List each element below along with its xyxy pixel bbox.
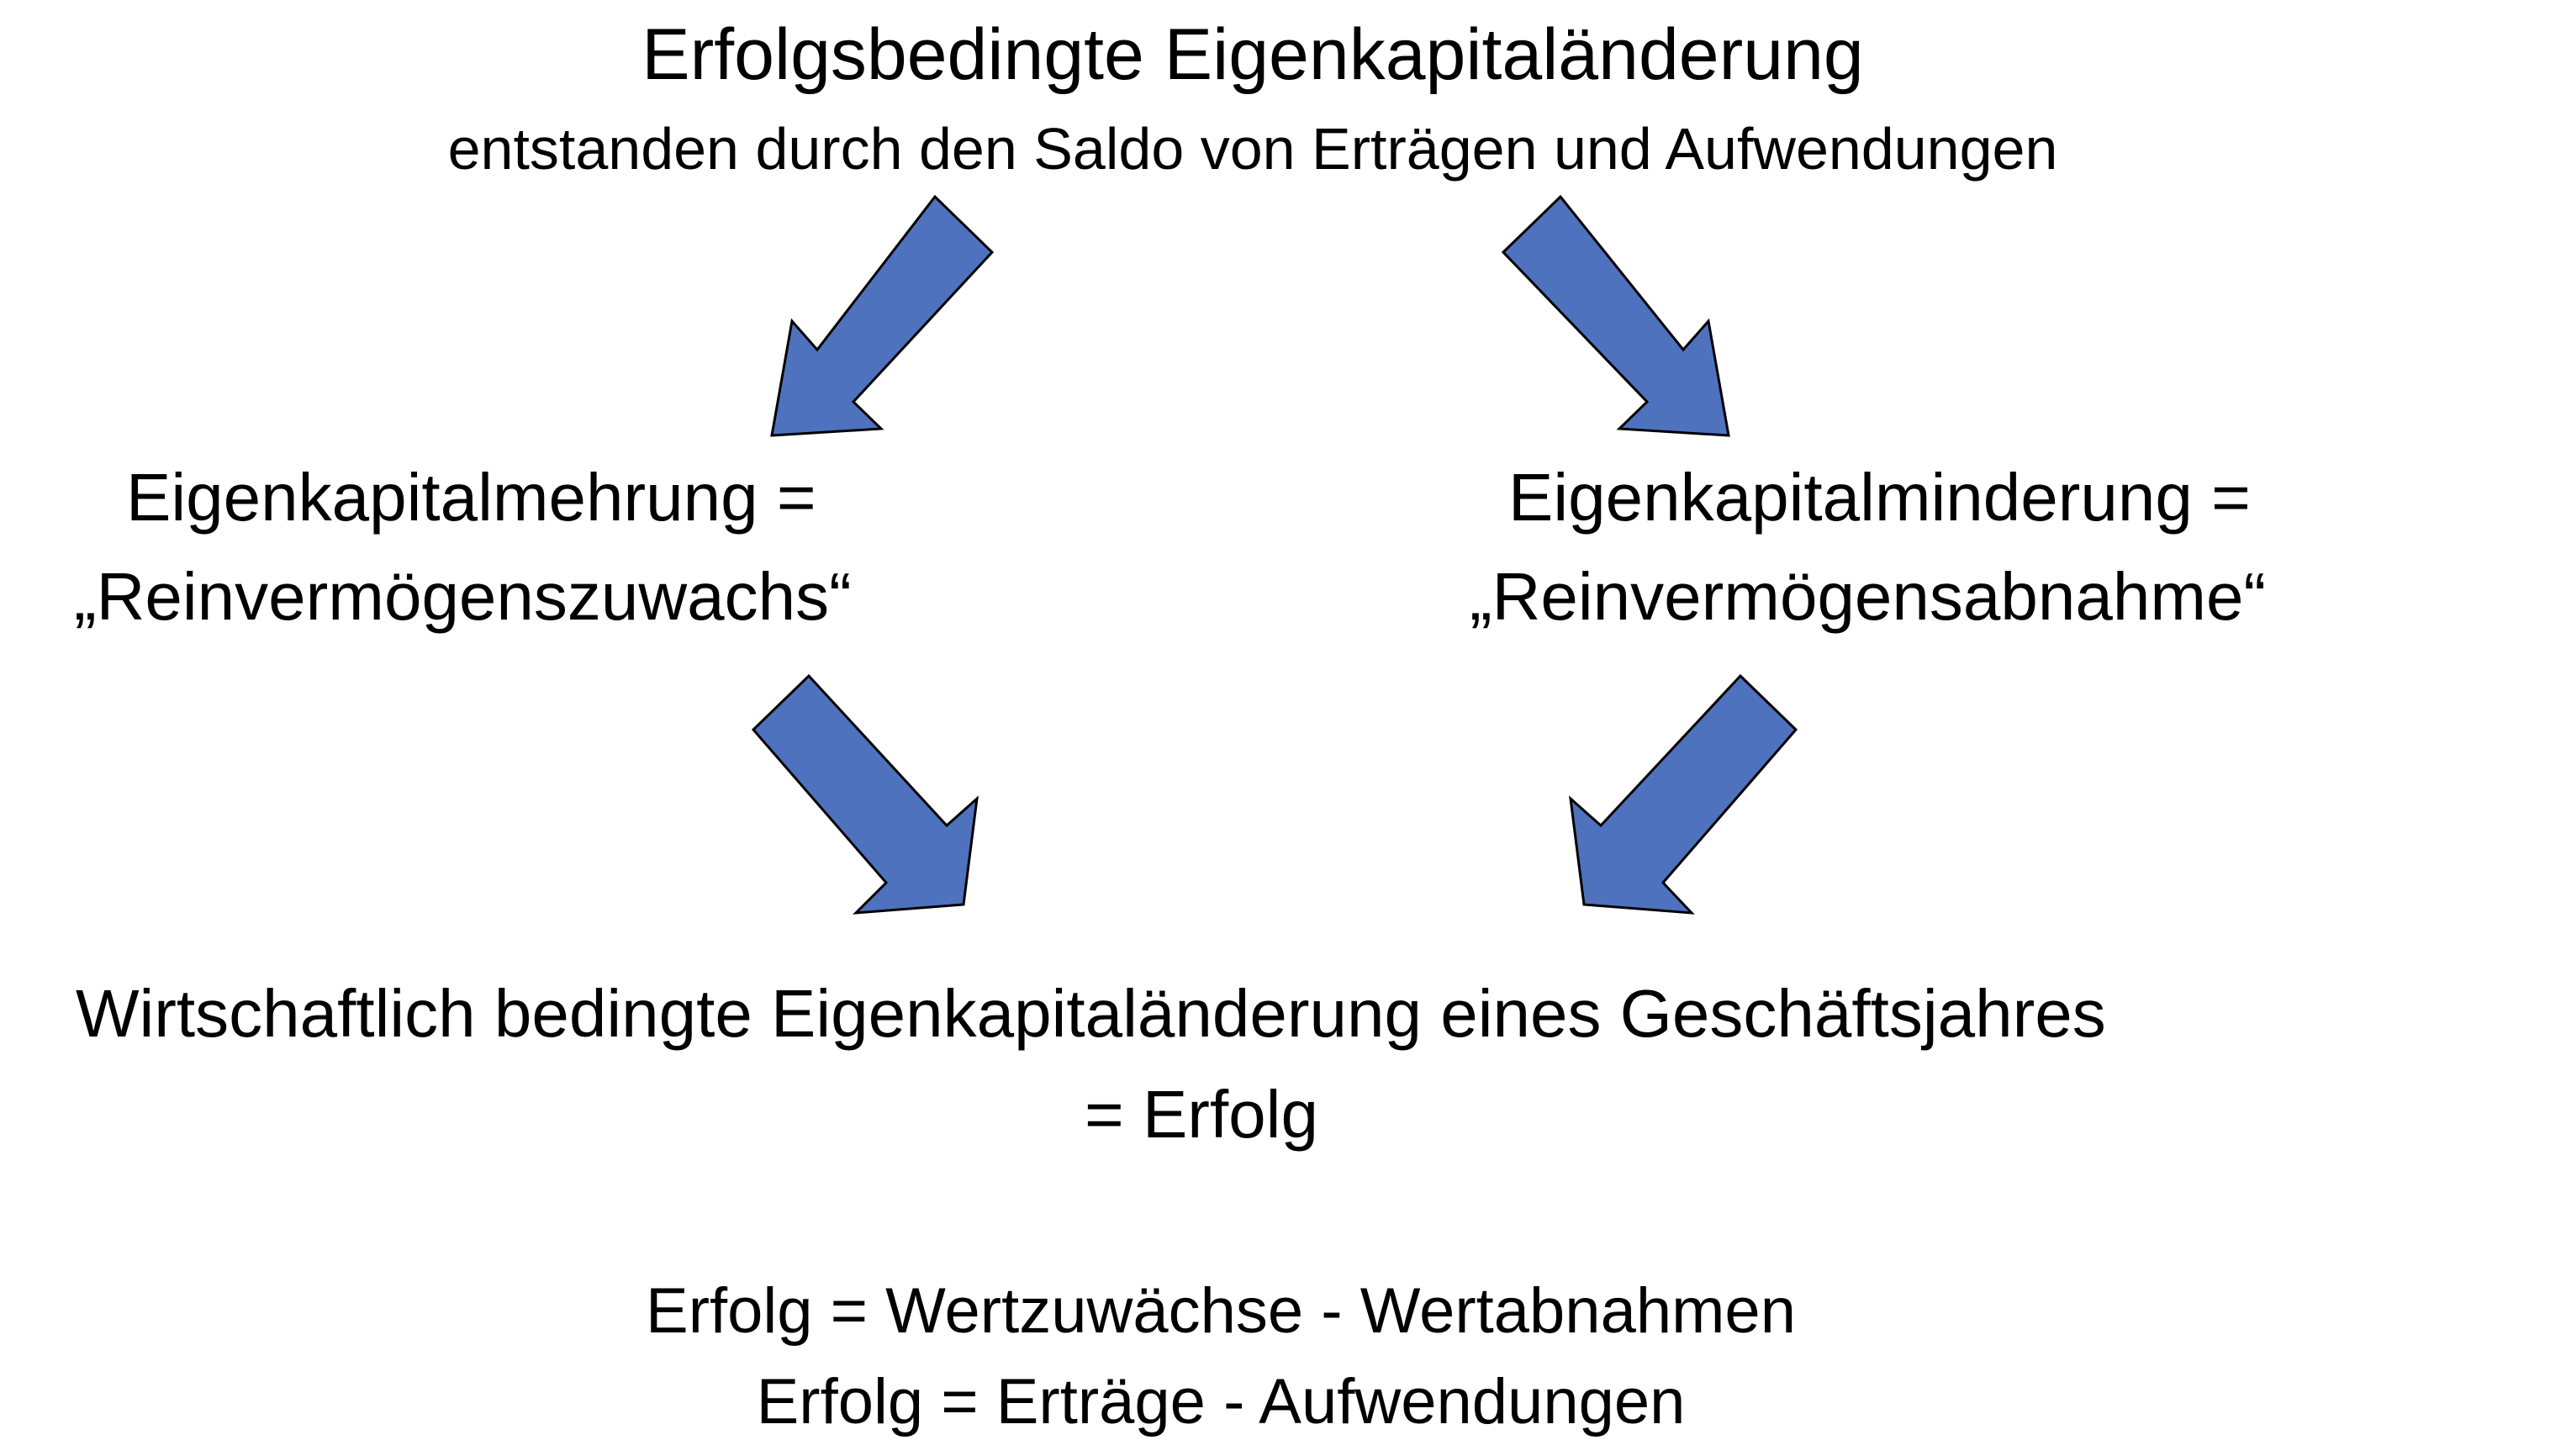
left-node-line2: „Reinvermögenszuwachs“ (74, 559, 852, 634)
arrow-title-to-left-node (770, 194, 995, 437)
formula-line: Erfolg = Wertzuwächse - Wertabnahmen (646, 1275, 1796, 1347)
arrow-right-node-to-result (1569, 673, 1798, 915)
right-node-line1: Eigenkapitalminderung = (1508, 460, 2251, 535)
arrow-left-node-to-result (751, 673, 979, 915)
diagram-subtitle: entstanden durch den Saldo von Erträgen … (447, 116, 2058, 182)
result-line1: Wirtschaftlich bedingte Eigenkapitalände… (76, 976, 2106, 1051)
right-node-line2: „Reinvermögensabnahme“ (1470, 559, 2267, 634)
left-node-line1: Eigenkapitalmehrung = (126, 460, 816, 535)
result-line2: = Erfolg (1085, 1077, 1318, 1152)
arrow-title-to-right-node (1501, 194, 1730, 437)
formula-line: Erfolg = Erträge - Aufwendungen (756, 1366, 1686, 1438)
diagram-title: Erfolgsbedingte Eigenkapitaländerung (642, 14, 1864, 95)
